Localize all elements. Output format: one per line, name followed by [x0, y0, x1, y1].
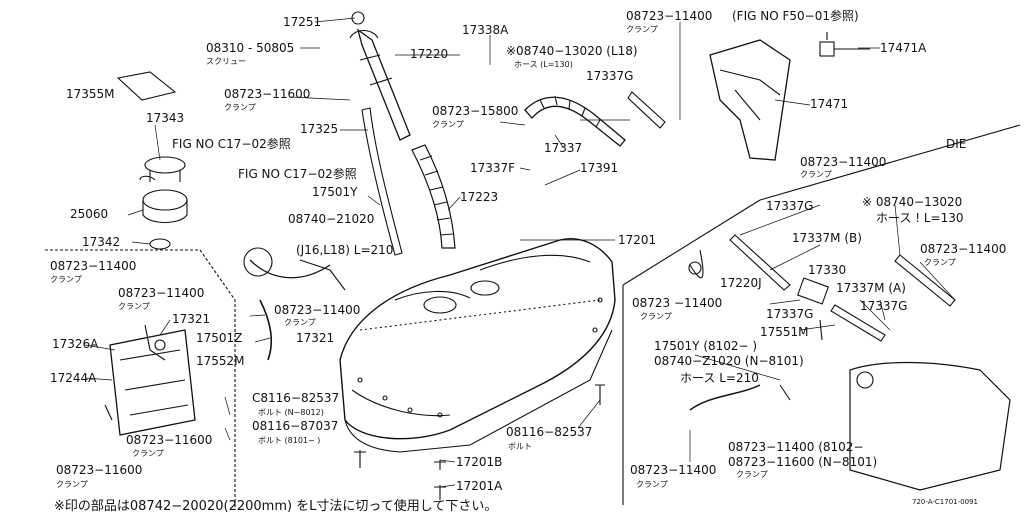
ref-fig-c17-02-a: FIG NO C17−02参照 — [172, 137, 291, 151]
part-08723-11600-c: 08723−11600 — [56, 463, 143, 477]
clamp-note-c: クランプ — [132, 449, 164, 458]
right-part-08723-11400-e: 08723−11400 — [630, 463, 717, 477]
right-hose-l210: ホース L=210 — [680, 371, 759, 385]
right-part-08723-11400-b: 08723−11400 — [920, 242, 1007, 256]
clamp-note-l2: クランプ — [118, 302, 150, 311]
right-clamp-note-d: クランプ — [736, 470, 768, 479]
part-25060: 25060 — [70, 207, 109, 221]
part-17251: 17251 — [283, 15, 322, 29]
drawing-code: 720-A-C1701-0091 — [912, 498, 978, 506]
part-hose-l130: ホース (L=130) — [514, 60, 573, 69]
right-hose-l130: ホース ! L=130 — [876, 211, 964, 225]
part-17355m: 17355M — [66, 87, 115, 101]
part-17244a: 17244A — [50, 371, 97, 385]
part-08723-15800: 08723−15800 — [432, 104, 519, 118]
part-17342: 17342 — [82, 235, 121, 249]
part-17337: 17337 — [544, 141, 583, 155]
footer-note: ※印の部品は08742−20020(2200mm) をL寸法に切って使用して下さ… — [54, 499, 498, 514]
part-08723-11600-b: 08723−11600 — [126, 433, 213, 447]
right-part-08740-z1020: 08740−Z1020 (N−8101) — [654, 354, 804, 368]
part-17321-a: 17321 — [172, 312, 211, 326]
part-17337g-a: 17337G — [586, 69, 634, 83]
part-08723-11400-l2: 08723−11400 — [118, 286, 205, 300]
part-17337f: 17337F — [470, 161, 516, 175]
part-17201: 17201 — [618, 233, 657, 247]
right-clamp-note-c: クランプ — [640, 312, 672, 321]
clamp-note-top: クランプ — [626, 25, 658, 34]
right-part-17551m: 17551M — [760, 325, 809, 339]
ref-fig-f50-01: (FIG NO F50−01参照) — [732, 9, 859, 23]
right-part-17337g-a: 17337G — [766, 199, 814, 213]
right-clamp-note-b: クランプ — [924, 258, 956, 267]
part-17321-b: 17321 — [296, 331, 335, 345]
clamp-note-a: クランプ — [224, 103, 256, 112]
right-part-17501y: 17501Y (8102− ) — [654, 339, 758, 353]
part-17201b: 17201B — [456, 455, 503, 469]
clamp-note-d: クランプ — [56, 480, 88, 489]
part-17325: 17325 — [300, 122, 339, 136]
part-17223: 17223 — [460, 190, 499, 204]
right-part-17337g-b: 17337G — [766, 307, 814, 321]
bolt-note-c: ボルト — [508, 442, 532, 451]
part-c8116-82537: C8116−82537 — [252, 391, 340, 405]
right-part-08723-11400-d: 08723−11400 (8102− — [728, 440, 864, 454]
right-part-08723-11400-c: 08723 −11400 — [632, 296, 723, 310]
bolt-note-b: ボルト (8101− ) — [258, 436, 321, 445]
part-17338a: 17338A — [462, 23, 509, 37]
part-08740-21020: 08740−21020 — [288, 212, 375, 226]
part-17201a: 17201A — [456, 479, 503, 493]
clamp-note-mid: クランプ — [284, 318, 316, 327]
part-08310-50805: 08310 - 50805 — [206, 41, 295, 55]
right-part-08723-11400-a: 08723−11400 — [800, 155, 887, 169]
right-part-17330: 17330 — [808, 263, 847, 277]
right-part-17337m-a: 17337M (A) — [836, 281, 906, 295]
part-17501y-a: 17501Y — [312, 185, 358, 199]
right-part-17220j: 17220J — [720, 276, 762, 290]
part-17471: 17471 — [810, 97, 849, 111]
part-08116-87037: 08116−87037 — [252, 419, 339, 433]
part-08740-13020-l18: ※08740−13020 (L18) — [506, 44, 638, 58]
part-17220: 17220 — [410, 47, 449, 61]
right-part-08723-11600: 08723−11600 (N−8101) — [728, 455, 878, 469]
right-clamp-note-e: クランプ — [636, 480, 668, 489]
part-17501z: 17501Z — [196, 331, 243, 345]
right-part-08740-13020: ※ 08740−13020 — [862, 195, 963, 209]
part-17343: 17343 — [146, 111, 185, 125]
right-part-17337m-b: 17337M (B) — [792, 231, 862, 245]
part-screw-note: スクリュー — [206, 57, 246, 66]
part-08723-11600-a: 08723−11600 — [224, 87, 311, 101]
part-hose-j16-l210: (J16,L18) L=210 — [296, 243, 394, 257]
clamp-note-b: クランプ — [432, 120, 464, 129]
engine-die-label: DIE — [946, 137, 967, 151]
part-17326a: 17326A — [52, 337, 99, 351]
part-08723-11400-top: 08723−11400 — [626, 9, 713, 23]
part-08116-82537: 08116−82537 — [506, 425, 593, 439]
part-17391: 17391 — [580, 161, 619, 175]
part-17471a: 17471A — [880, 41, 927, 55]
part-17552m: 17552M — [196, 354, 245, 368]
right-part-17337g-c: 17337G — [860, 299, 908, 313]
part-08723-11400-mid: 08723−11400 — [274, 303, 361, 317]
ref-fig-c17-02-b: FIG NO C17−02参照 — [238, 167, 357, 181]
clamp-note-left: クランプ — [50, 275, 82, 284]
right-clamp-note-a: クランプ — [800, 170, 832, 179]
part-08723-11400-left: 08723−11400 — [50, 259, 137, 273]
bolt-note-a: ボルト (N−8012) — [258, 408, 324, 417]
